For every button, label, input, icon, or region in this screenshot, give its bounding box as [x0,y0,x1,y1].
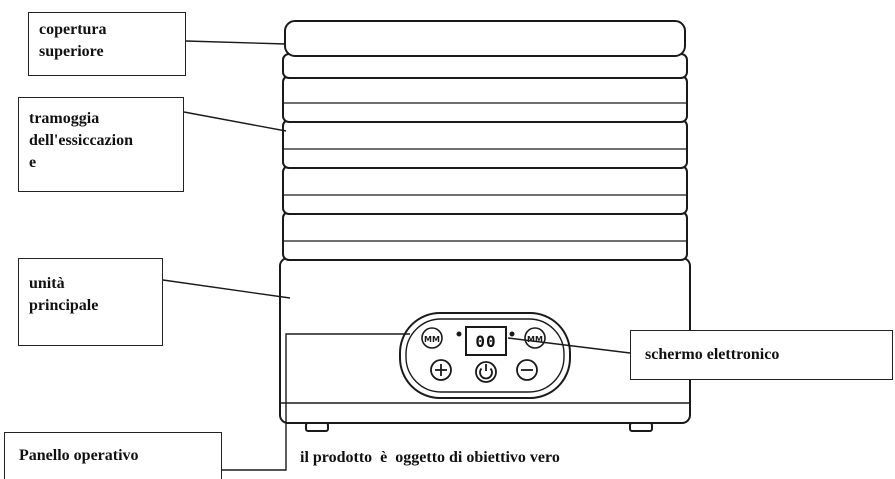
leader-unit [162,279,291,299]
indicator-dot-right [509,331,515,337]
display-window [465,326,507,356]
label-drying-trays-line2: dell'essiccazion [29,132,133,149]
label-top-cover: copertura superiore [28,12,186,76]
label-main-unit-line1: unità [29,275,65,292]
leader-screen [507,337,631,354]
leader-cover [185,40,287,45]
tray-1 [282,53,688,79]
display-digits: 00 [475,332,497,351]
leader-trays [183,111,287,132]
top-cover [284,20,686,57]
label-drying-trays-line1: tramoggia [29,110,100,127]
label-main-unit-line2: principale [29,297,99,314]
foot-left [305,422,329,432]
label-drying-trays-line3: e [29,154,37,171]
label-main-unit: unità principale [18,258,163,346]
svg-text:MM: MM [527,335,543,344]
minus-icon [516,359,538,381]
tray-3 [282,119,688,169]
label-drying-trays: tramoggia dell'essiccazion e [18,97,184,192]
label-electronic-screen: schermo elettronico [630,330,893,380]
label-operating-panel: Panello operativo [4,432,222,479]
caption: il prodotto è oggetto di obiettivo vero [300,449,560,466]
foot-right [629,422,653,432]
tray-2 [282,75,688,123]
tray-4 [282,165,688,215]
leader-panel [222,333,410,471]
label-top-cover-line1: copertura [39,21,107,38]
mode-button-right: MM [524,327,546,349]
label-top-cover-line2: superiore [39,43,104,60]
indicator-dot-left [456,331,462,337]
tray-5 [282,211,688,261]
svg-text:MM: MM [424,335,440,344]
mode-button-left: MM [421,327,443,349]
plus-icon [430,359,452,381]
power-icon [475,361,497,383]
